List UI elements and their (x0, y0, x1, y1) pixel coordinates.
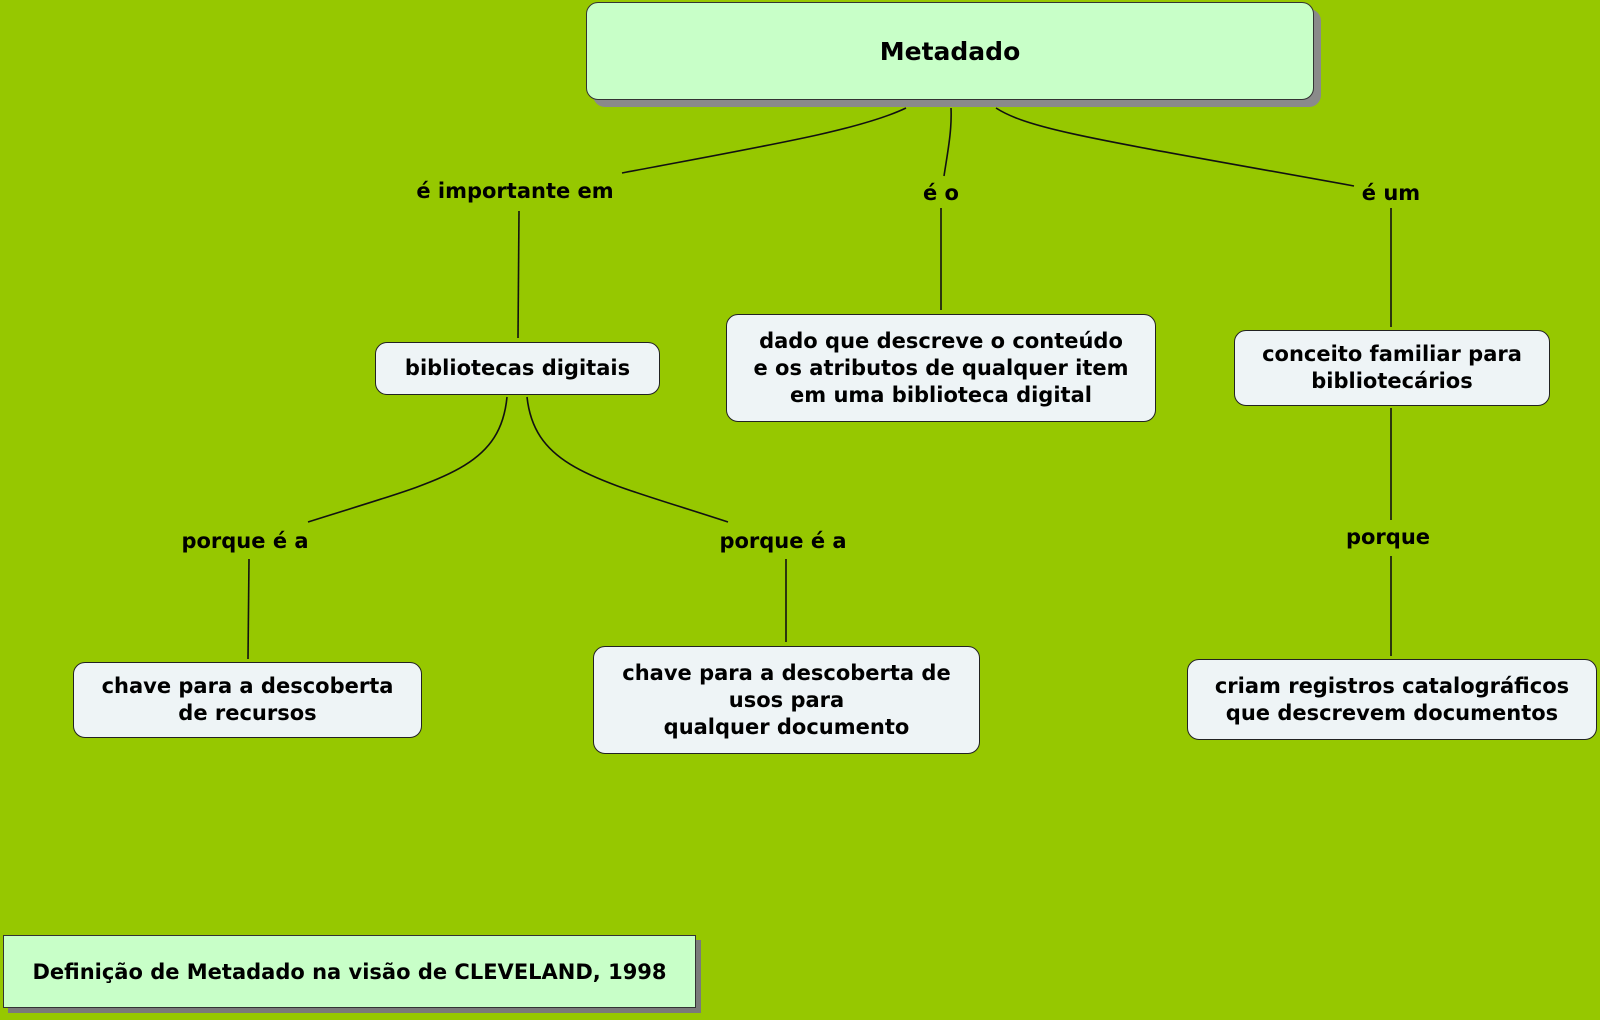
caption-text: Definição de Metadado na visão de CLEVEL… (32, 959, 667, 984)
link-label-e-um: é um (1361, 181, 1421, 205)
concept-criam-registros[interactable]: criam registros catalográficos que descr… (1187, 659, 1597, 740)
concept-dado-descreve[interactable]: dado que descreve o conteúdo e os atribu… (726, 314, 1156, 422)
link-label-importante: é importante em (416, 179, 614, 203)
concept-conceito-familiar[interactable]: conceito familiar para bibliotecários (1234, 330, 1550, 406)
root-concept-metadado[interactable]: Metadado (586, 2, 1314, 100)
concept-label: dado que descreve o conteúdo e os atribu… (753, 328, 1129, 407)
concept-label: conceito familiar para bibliotecários (1262, 342, 1522, 393)
root-concept-label: Metadado (879, 36, 1021, 66)
concept-bibliotecas-digitais[interactable]: bibliotecas digitais (375, 342, 660, 395)
connector-bibliotecas-porque-right (526, 396, 729, 523)
connector-bibliotecas-porque-left (307, 396, 508, 523)
concept-chave-usos[interactable]: chave para a descoberta de usos para qua… (593, 646, 980, 754)
connector-root-eum (995, 107, 1355, 187)
connector-root-importante (621, 107, 907, 174)
concept-label: chave para a descoberta de usos para qua… (622, 660, 951, 739)
link-label-porque: porque (1345, 525, 1431, 549)
link-label-e-o: é o (923, 181, 959, 205)
concept-chave-recursos[interactable]: chave para a descoberta de recursos (73, 662, 422, 738)
caption-box: Definição de Metadado na visão de CLEVEL… (3, 935, 696, 1008)
connector-importante-bibliotecas (517, 210, 520, 339)
concept-label: criam registros catalográficos que descr… (1214, 673, 1570, 725)
connector-root-eo (943, 107, 952, 177)
link-label-porque-e-a-right: porque é a (719, 529, 847, 553)
connector-porque-left-chave (247, 558, 250, 660)
concept-label: bibliotecas digitais (404, 356, 631, 380)
link-label-porque-e-a-left: porque é a (181, 529, 309, 553)
concept-label: chave para a descoberta de recursos (101, 674, 394, 725)
